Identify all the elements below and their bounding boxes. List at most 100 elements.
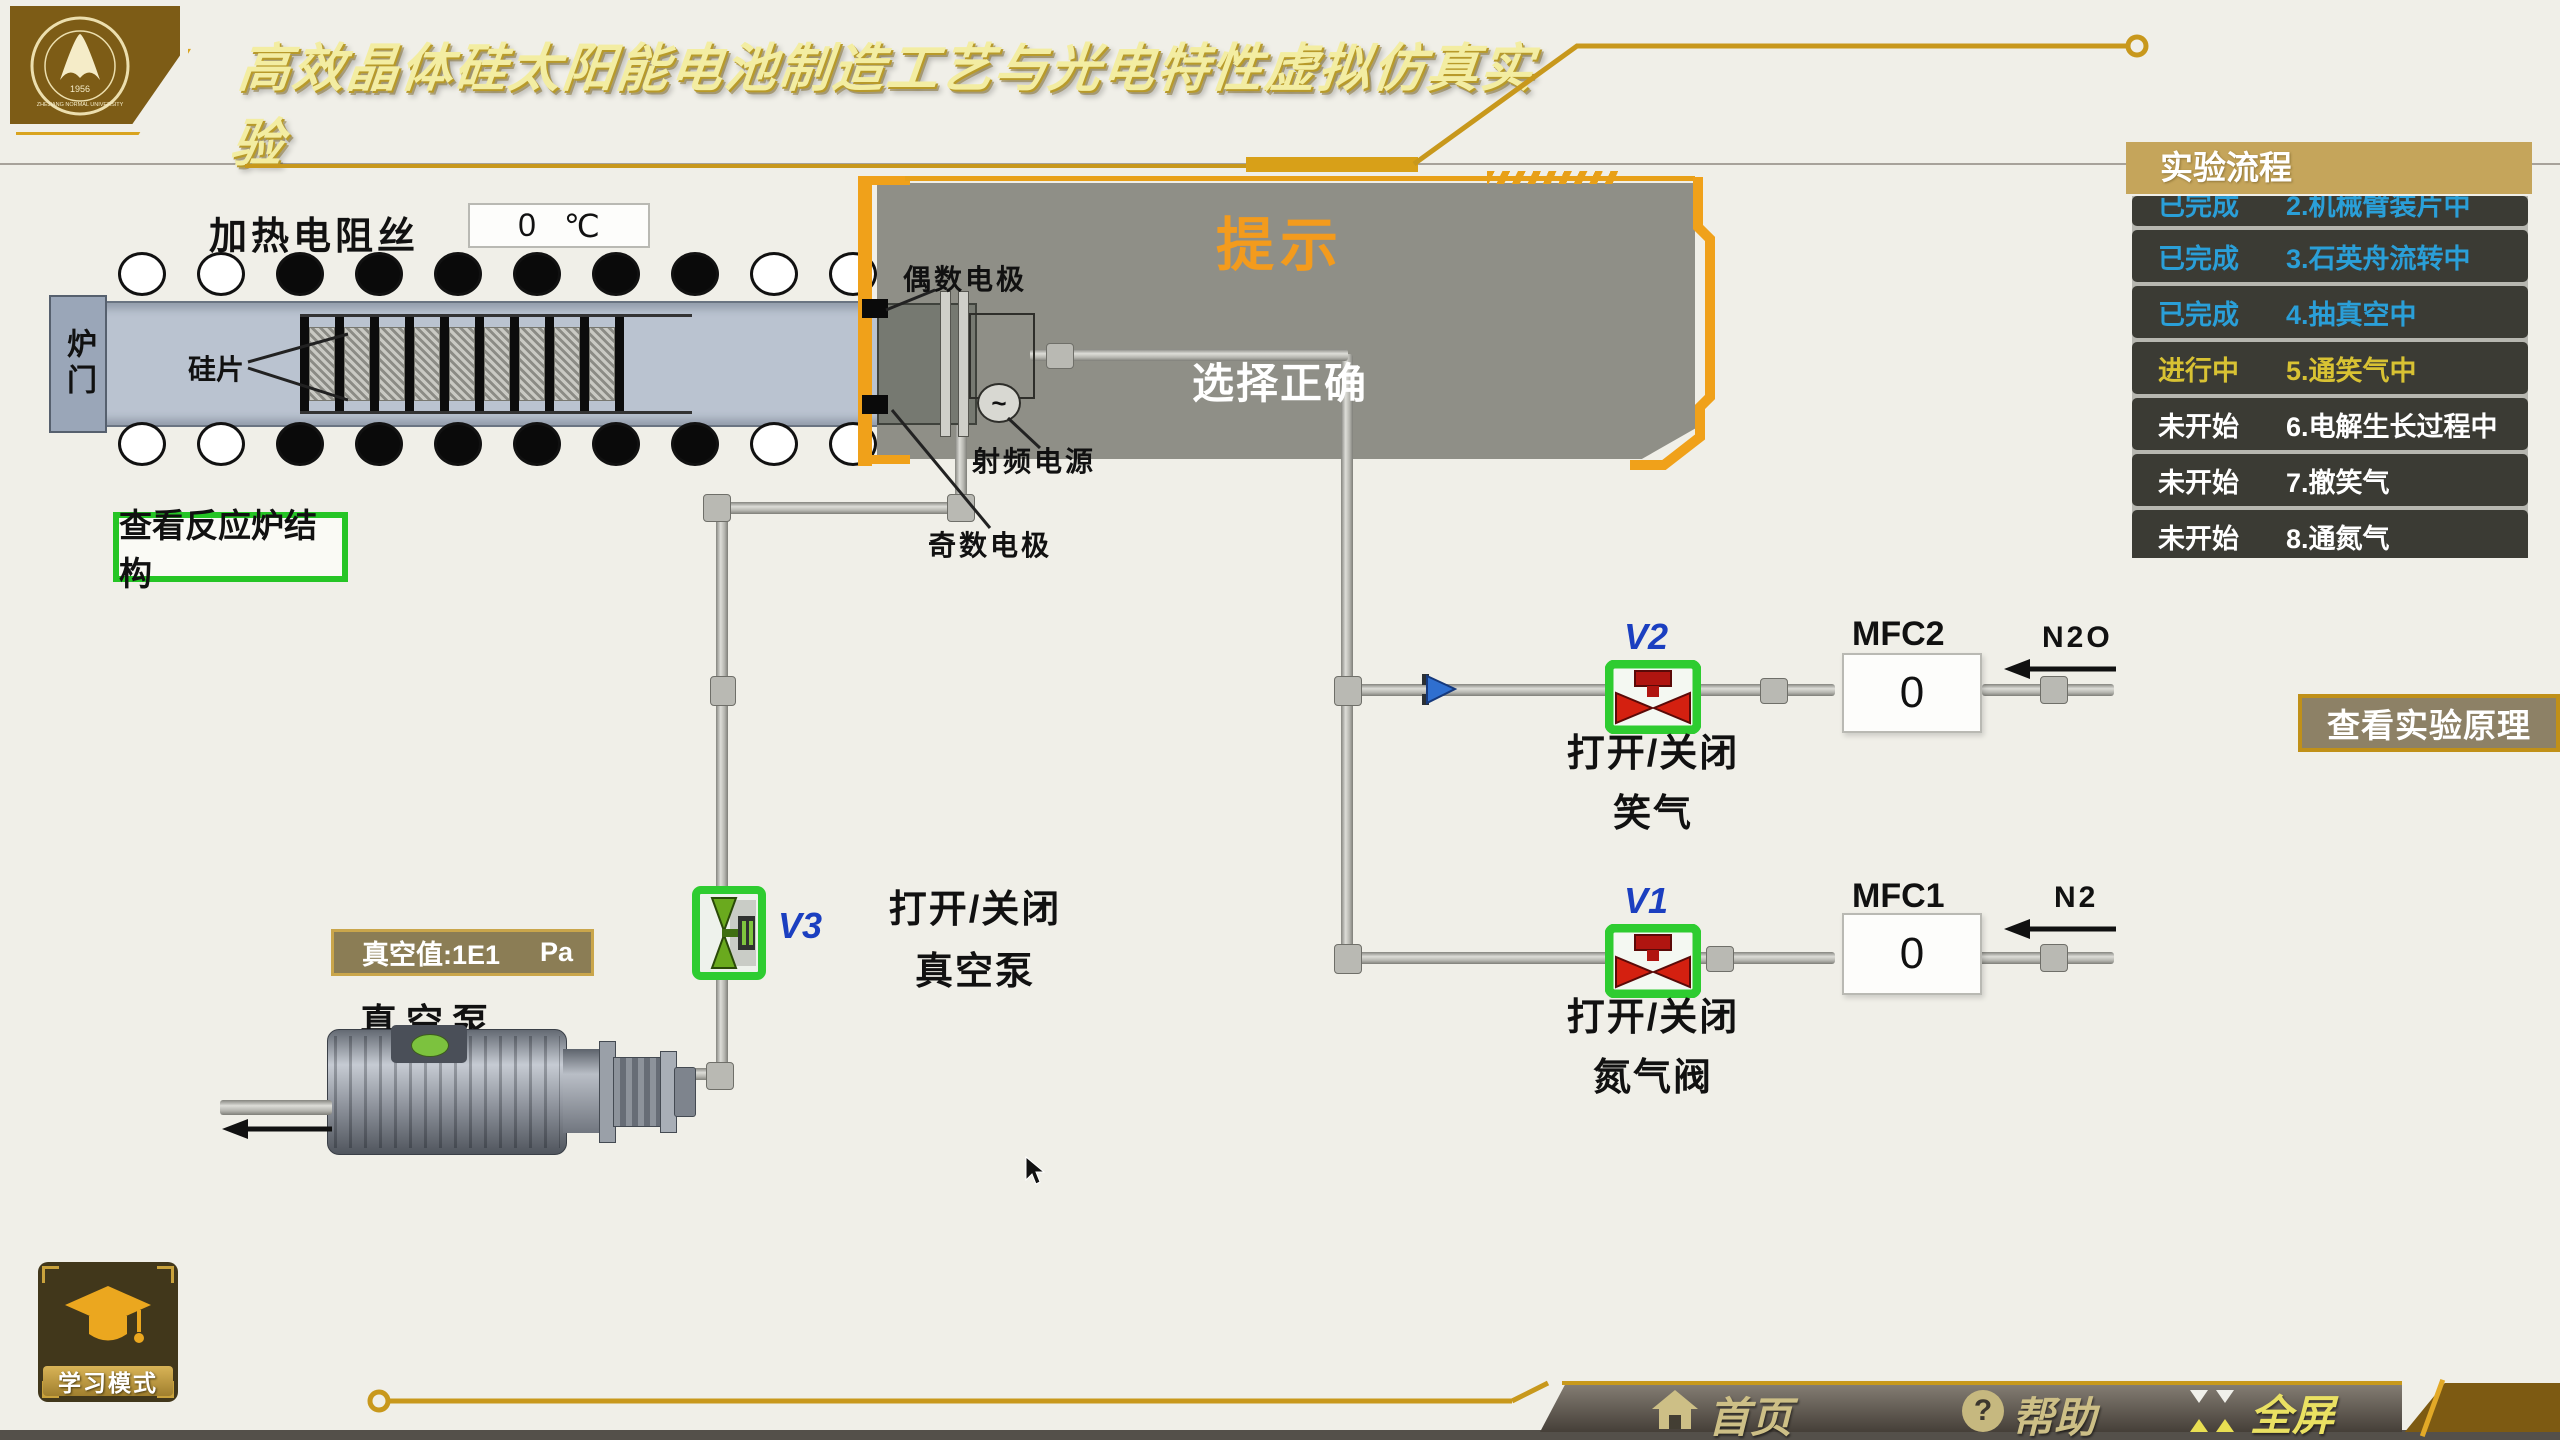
coil-off — [197, 422, 245, 466]
coil-on — [434, 422, 482, 466]
step-label: 7.撤笑气 — [2286, 467, 2390, 498]
temperature-readout: 0 ℃ — [468, 203, 650, 248]
nav-help-button[interactable]: 帮助 — [2012, 1394, 2097, 1440]
v1-target-text: 氮气阀 — [1592, 1057, 1713, 1099]
fullscreen-icon[interactable] — [2186, 1388, 2238, 1434]
mfc2-value-box[interactable]: 0 — [1842, 653, 1982, 733]
quartz-boat — [300, 316, 692, 412]
coil-on — [355, 252, 403, 296]
valve-v1-label: V1 — [1624, 880, 1669, 921]
pipe-coupling — [1760, 678, 1788, 704]
process-step-list: 已完成 2.机械臂装片中 已完成 3.石英舟流转中 已完成 4.抽真空中 进行中… — [2132, 196, 2528, 558]
seal-year: 1956 — [70, 84, 90, 94]
even-electrode-label: 偶数电极 — [903, 264, 1028, 295]
coil-off — [750, 252, 798, 296]
nav-home-button[interactable]: 首页 — [1708, 1394, 1793, 1440]
v1-action-text: 打开/关闭 — [1566, 997, 1740, 1039]
exhaust-arrow — [222, 1119, 332, 1139]
n2o-gas-label: N2O — [2042, 621, 2113, 654]
learning-mode-label: 学习模式 — [43, 1366, 173, 1396]
odd-electrode-terminal — [862, 395, 888, 414]
process-step-row: 已完成 3.石英舟流转中 — [2132, 230, 2528, 282]
wafer-label: 硅片 — [188, 354, 245, 385]
home-icon[interactable] — [1652, 1390, 1698, 1430]
process-step-row-current: 进行中 5.通笑气中 — [2132, 342, 2528, 394]
coil-off — [750, 422, 798, 466]
vacuum-value: 真空值:1E1 — [362, 940, 501, 970]
overlay-bracket-left — [858, 178, 872, 466]
process-step-row: 未开始 7.撤笑气 — [2132, 454, 2528, 506]
even-electrode-terminal — [862, 299, 888, 318]
learning-mode-button[interactable]: 学习模式 — [38, 1262, 178, 1402]
pipe-gas-vertical — [1341, 354, 1353, 964]
seal-university-name: ZHEJIANG NORMAL UNIVERSITY — [37, 102, 124, 108]
heater-coils-top — [118, 252, 908, 296]
v2-target-text: 笑气 — [1612, 793, 1693, 835]
valve-v3-label: V3 — [778, 905, 823, 946]
view-furnace-structure-button[interactable]: 查看反应炉结构 — [113, 507, 348, 592]
vacuum-readout: 真空值:1E1 Pa — [331, 929, 594, 976]
help-icon[interactable]: ? — [1962, 1390, 2004, 1432]
mfc1-value: 0 — [1899, 929, 1925, 978]
v3-action-text: 打开/关闭 — [888, 889, 1062, 931]
overlay-hatch-decor — [1487, 171, 1619, 184]
pump-indicator — [411, 1034, 449, 1057]
silicon-wafer — [545, 316, 554, 412]
boat-rail-bottom — [300, 411, 692, 414]
silicon-wafer — [300, 316, 309, 412]
pipe-coupling — [2040, 944, 2068, 972]
step-label: 6.电解生长过程中 — [2286, 411, 2498, 442]
coil-off — [197, 252, 245, 296]
n2-inlet-arrow — [2004, 919, 2116, 939]
pipe-coupling — [1706, 946, 1734, 972]
silicon-wafer — [335, 316, 344, 412]
odd-electrode-label: 奇数电极 — [928, 530, 1053, 561]
valve-v1[interactable] — [1605, 924, 1701, 998]
coil-on — [434, 252, 482, 296]
mfc1-label: MFC1 — [1852, 877, 1945, 915]
process-step-row: 已完成 2.机械臂装片中 — [2132, 196, 2528, 226]
valve-v3[interactable] — [692, 886, 766, 980]
pipe-elbow — [706, 1062, 734, 1090]
pipe-n2o-line — [1353, 684, 1835, 696]
pipe-tee — [1334, 676, 1362, 706]
step-status: 未开始 — [2158, 523, 2239, 554]
header-gold-line — [245, 34, 2149, 172]
step-status: 已完成 — [2158, 243, 2239, 274]
pipe-coupling — [710, 676, 736, 706]
flange-plate — [940, 291, 951, 437]
step-status: 已完成 — [2158, 299, 2239, 330]
furnace-door: 炉门 — [49, 295, 107, 433]
temperature-value: 0 — [518, 207, 536, 243]
step-label: 2.机械臂装片中 — [2286, 196, 2471, 221]
bottom-edge-strip — [0, 1430, 2560, 1440]
boat-rail-top — [300, 314, 692, 317]
pump-exhaust-pipe — [220, 1100, 332, 1115]
process-step-row: 未开始 8.通氮气 — [2132, 510, 2528, 558]
step-label: 3.石英舟流转中 — [2286, 243, 2471, 274]
flange-plate — [958, 291, 969, 437]
pump-motor-box — [391, 1025, 467, 1063]
mfc1-value-box[interactable]: 0 — [1842, 913, 1982, 995]
footer-gold-line — [367, 1380, 1550, 1413]
electrode-pointer-lines — [885, 288, 1042, 529]
graduation-cap-icon — [65, 1286, 151, 1343]
rf-source-icon: ~ — [977, 383, 1021, 423]
silicon-wafer — [615, 316, 624, 412]
coil-on — [592, 252, 640, 296]
pipe-elbow — [1334, 944, 1362, 974]
v2-action-text: 打开/关闭 — [1566, 733, 1740, 775]
valve-v2[interactable] — [1605, 660, 1701, 734]
pipe-coupling — [1046, 343, 1074, 369]
pipe-n2-line — [1353, 952, 1835, 964]
process-panel-title: 实验流程 — [2126, 142, 2532, 194]
coil-on — [355, 422, 403, 466]
pipe-coupling — [2040, 676, 2068, 704]
step-status: 未开始 — [2158, 467, 2239, 498]
nav-fullscreen-button[interactable]: 全屏 — [2250, 1392, 2335, 1439]
coil-on — [276, 422, 324, 466]
coil-on — [276, 252, 324, 296]
mfc2-value: 0 — [1899, 668, 1925, 717]
view-principle-button[interactable]: 查看实验原理 — [2298, 694, 2560, 752]
v3-target-text: 真空泵 — [914, 951, 1035, 993]
